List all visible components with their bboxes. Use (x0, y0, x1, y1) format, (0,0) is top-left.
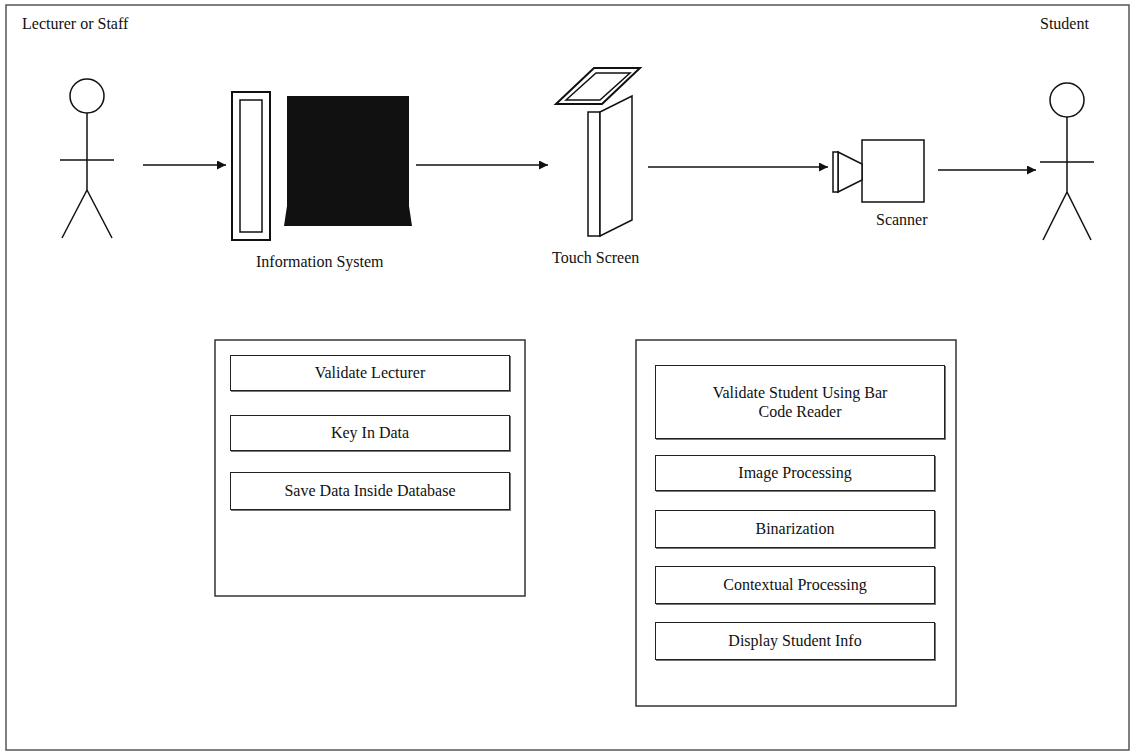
box-text: Key In Data (331, 423, 409, 442)
lecturer-figure (60, 79, 114, 238)
box-text: Binarization (755, 519, 834, 538)
device-label: Information System (256, 252, 384, 271)
actor: Lecturer or Staff (18, 10, 143, 245)
process-box: Validate Lecturer (230, 355, 510, 391)
box-text: Image Processing (738, 463, 851, 482)
scanner-device: Scanner (828, 136, 938, 238)
box-text: Validate Student Using Bar Code Reader (700, 383, 900, 421)
process-box: Validate Student Using Bar Code Reader (655, 365, 945, 439)
flow-arrow (416, 164, 548, 166)
flow-arrow (143, 164, 226, 166)
box-text: Contextual Processing (723, 575, 867, 594)
process-box: Key In Data (230, 415, 510, 451)
process-box: Display Student Info (655, 622, 935, 660)
scanner-illustration (833, 140, 924, 202)
flow-arrow (648, 166, 828, 168)
actor: Student (1036, 10, 1118, 245)
lecturer-group-frame (215, 340, 525, 596)
box-text: Display Student Info (728, 631, 861, 650)
touch-screen-device: Touch Screen (548, 62, 648, 272)
student-group-frame (636, 340, 956, 706)
process-box: Contextual Processing (655, 566, 935, 604)
process-box: Binarization (655, 510, 935, 548)
box-text: Validate Lecturer (315, 363, 426, 382)
device-label: Student (1040, 14, 1089, 33)
flow-arrow (938, 169, 1036, 171)
touch-screen-illustration (556, 68, 640, 236)
outer-frame (6, 5, 1129, 750)
system-device: Information System (226, 86, 416, 278)
process-box: Image Processing (655, 455, 935, 491)
box-text: Save Data Inside Database (284, 481, 455, 500)
device-label: Scanner (876, 210, 928, 229)
device-label: Touch Screen (552, 248, 639, 267)
computer-illustration (232, 92, 412, 240)
process-box: Save Data Inside Database (230, 472, 510, 510)
device-label: Lecturer or Staff (22, 14, 128, 33)
student-figure (1040, 83, 1094, 240)
